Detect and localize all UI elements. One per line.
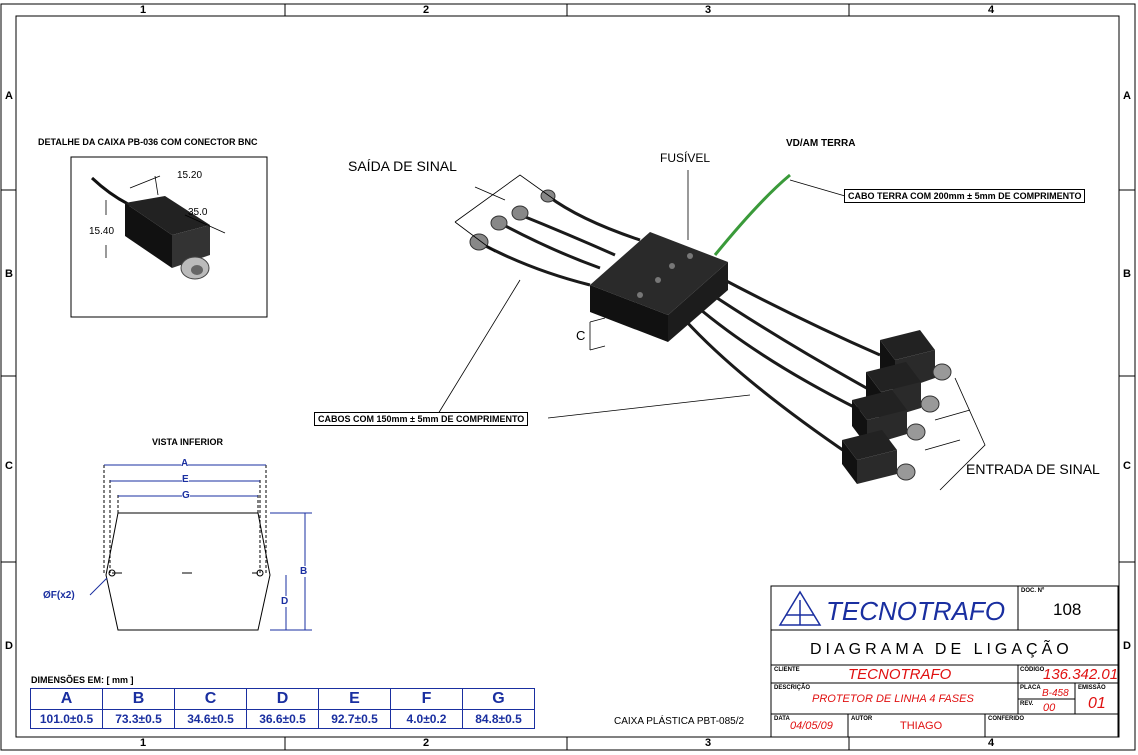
label-caixa: CAIXA PLÁSTICA PBT-085/2 [614, 716, 745, 727]
date-value: 04/05/09 [790, 720, 833, 732]
bottom-view-e: E [182, 474, 189, 485]
client-label: CLIENTE [774, 667, 800, 673]
zone-col-1-bottom: 1 [140, 737, 147, 749]
tecnotrafo-logo-mark [778, 590, 822, 626]
dimensions-table: A B C D E F G 101.0±0.5 73.3±0.5 34.6±0.… [30, 688, 535, 729]
plate-value: B-458 [1042, 688, 1069, 699]
zone-row-a-left: A [5, 90, 13, 102]
zone-row-b-left: B [5, 268, 13, 280]
dim-value-f: 4.0±0.2 [390, 709, 463, 729]
dim-value-g: 84.8±0.5 [462, 709, 535, 729]
author-value: THIAGO [900, 720, 943, 732]
zone-row-d-right: D [1123, 640, 1131, 652]
doc-number: 108 [1053, 600, 1082, 619]
detail-dim-height: 15.40 [89, 226, 115, 237]
bottom-view-hole: ØF(x2) [43, 590, 75, 601]
rev-label: REV. [1020, 701, 1034, 707]
label-fusivel: FUSÍVEL [660, 151, 711, 165]
rev-value: 00 [1043, 702, 1056, 714]
zone-col-2-top: 2 [423, 4, 430, 16]
zone-col-3-bottom: 3 [705, 737, 712, 749]
plate-label: PLACA [1020, 685, 1041, 691]
detail-dim-width: 15.20 [177, 170, 203, 181]
zone-row-c-left: C [5, 460, 13, 472]
client-value: TECNOTRAFO [848, 666, 952, 683]
dim-header-c: C [174, 688, 247, 710]
company-logo-text: TECNOTRAFO [826, 596, 1006, 626]
zone-row-b-right: B [1123, 268, 1131, 280]
dimensions-title: DIMENSÕES EM: [ mm ] [31, 675, 134, 685]
description-label: DESCRIÇÃO [774, 685, 811, 691]
bottom-view-a: A [181, 458, 189, 469]
bottom-view-title: VISTA INFERIOR [152, 437, 224, 447]
detail-dim-length: 35.0 [188, 207, 208, 218]
label-entrada-sinal: ENTRADA DE SINAL [966, 461, 1100, 477]
bnc-box-detail-illustration [90, 175, 226, 280]
zone-col-2-bottom: 2 [423, 737, 430, 749]
dim-header-a: A [30, 688, 103, 710]
dim-value-d: 36.6±0.5 [246, 709, 319, 729]
code-label: CÓDIGO [1020, 667, 1045, 673]
label-cabo-terra: CABO TERRA COM 200mm ± 5mm DE COMPRIMENT… [844, 189, 1086, 203]
label-cabos: CABOS COM 150mm ± 5mm DE COMPRIMENTO [314, 412, 529, 426]
bottom-view-g: G [182, 490, 190, 501]
author-label: AUTOR [851, 716, 873, 722]
zone-row-a-right: A [1123, 90, 1131, 102]
issue-value: 01 [1088, 695, 1106, 712]
label-terra: VD/AM TERRA [786, 138, 856, 149]
zone-row-d-left: D [5, 640, 13, 652]
diagram-title: DIAGRAMA DE LIGAÇÃO [810, 641, 1073, 658]
dim-value-a: 101.0±0.5 [30, 709, 103, 729]
dim-value-c: 34.6±0.5 [174, 709, 247, 729]
dim-value-e: 92.7±0.5 [318, 709, 391, 729]
doc-number-label: DOC. Nº [1021, 588, 1045, 594]
zone-col-4-bottom: 4 [988, 737, 995, 749]
zone-col-1-top: 1 [140, 4, 147, 16]
label-saida-sinal: SAÍDA DE SINAL [348, 158, 457, 174]
protector-assembly-illustration [437, 170, 986, 491]
code-value: 136.342.01 [1043, 666, 1119, 683]
dim-header-e: E [318, 688, 391, 710]
zone-col-3-top: 3 [705, 4, 712, 16]
description-value: PROTETOR DE LINHA 4 FASES [812, 693, 974, 705]
bottom-view-d: D [281, 596, 289, 607]
zone-row-c-right: C [1123, 460, 1131, 472]
dim-header-g: G [462, 688, 535, 710]
label-c-dimension: C [576, 328, 586, 343]
date-label: DATA [774, 716, 790, 722]
issue-label: EMISSÃO [1078, 685, 1106, 691]
dim-header-b: B [102, 688, 175, 710]
bottom-view-b: B [300, 566, 308, 577]
dim-header-d: D [246, 688, 319, 710]
detail-title: DETALHE DA CAIXA PB-036 COM CONECTOR BNC [38, 137, 258, 147]
bottom-view-drawing [89, 464, 312, 631]
dim-value-b: 73.3±0.5 [102, 709, 175, 729]
zone-col-4-top: 4 [988, 4, 995, 16]
dim-header-f: F [390, 688, 463, 710]
checked-label: CONFERIDO [988, 716, 1024, 722]
